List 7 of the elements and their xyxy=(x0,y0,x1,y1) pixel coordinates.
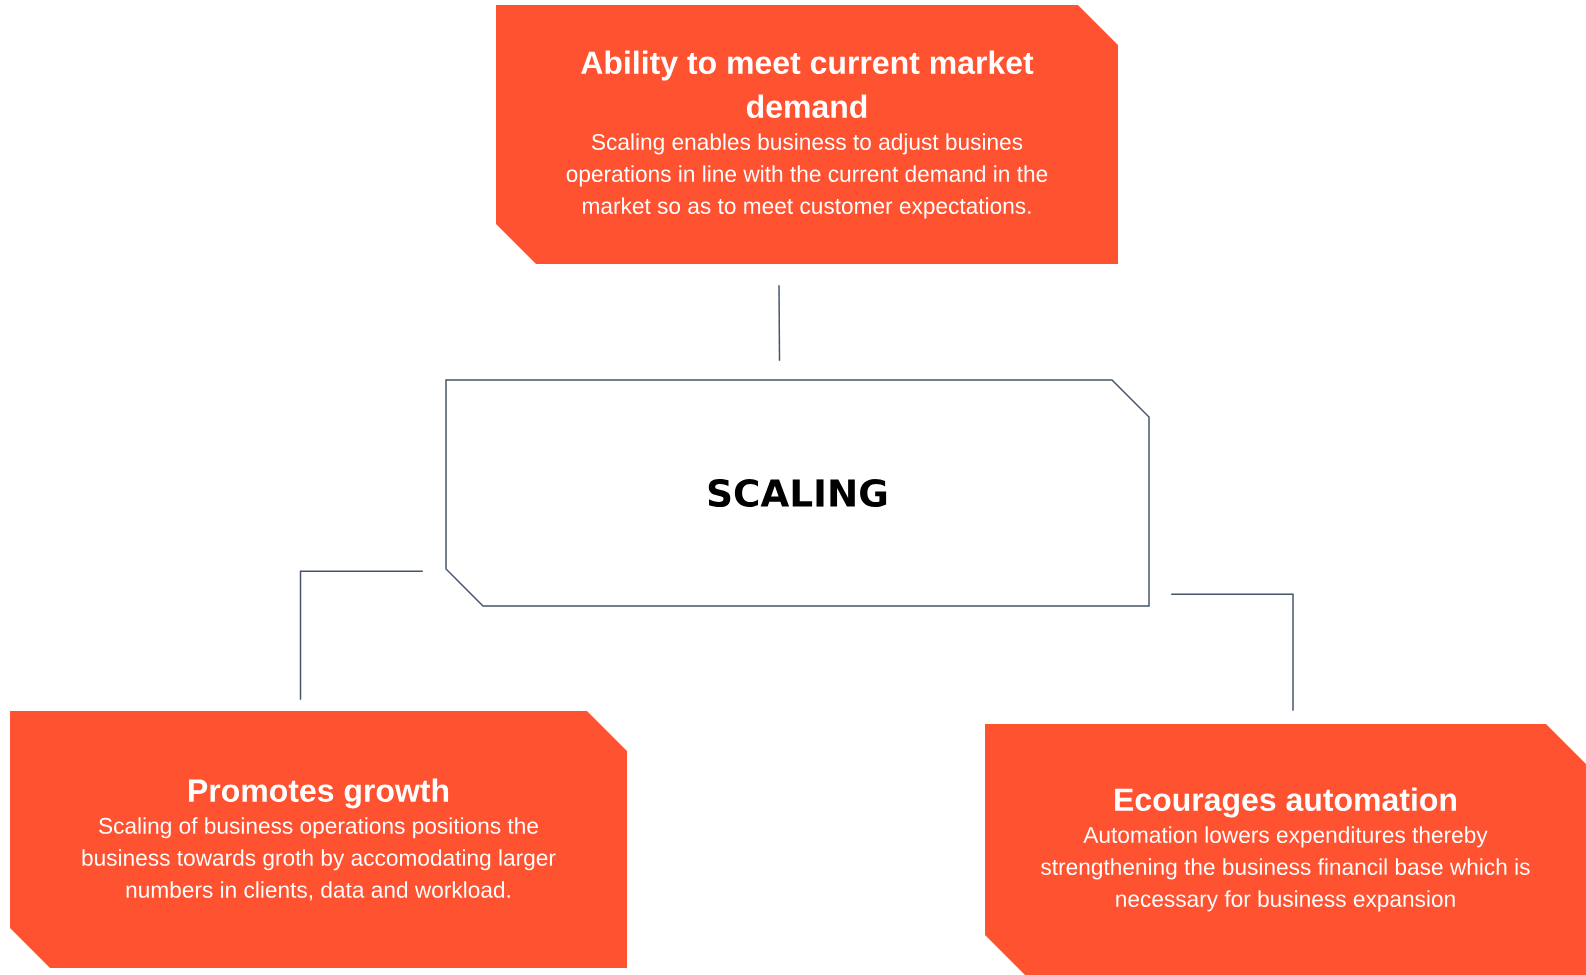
info-box: Ability to meet current market demand Scaling enables business to adjust busines operations in line with the current demand in the market so as to meet customer expectations. xyxy=(496,5,1118,264)
connector-line xyxy=(1170,593,1294,712)
info-box: Promotes growth Scaling of business operations positions the business towards groth by accomodating larger numbers in clients, data and workload. xyxy=(10,711,627,968)
connector-line xyxy=(778,284,781,362)
center-box: SCALING xyxy=(445,379,1150,607)
connector-line xyxy=(299,570,424,701)
info-box: Ecourages automation Automation lowers expenditures thereby strengthening the business financil base which is necessary for business expansion xyxy=(985,724,1586,975)
